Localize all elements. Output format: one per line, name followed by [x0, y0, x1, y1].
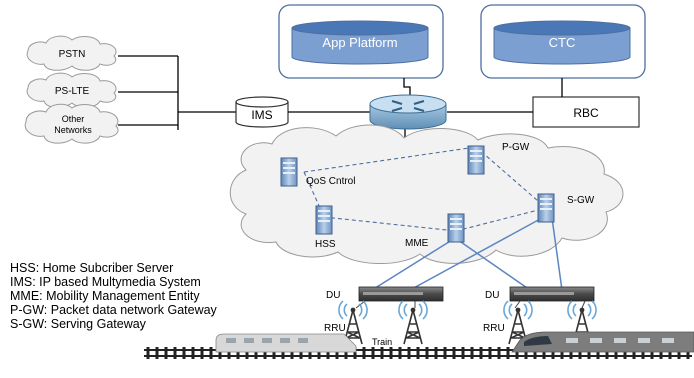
legend-item: MME: Mobility Management Entity: [10, 289, 200, 303]
train-right: [511, 331, 694, 353]
sgw-label: S-GW: [567, 195, 595, 206]
train-label: Train: [372, 337, 392, 347]
app-platform-database: App Platform: [278, 4, 444, 79]
other-networks-cloud: [24, 103, 119, 144]
ps-lte-label: PS-LTE: [55, 86, 90, 97]
pgw-node: P-GW: [467, 142, 530, 175]
ims-database: IMS: [235, 96, 289, 128]
external-networks: PSTN PS-LTE Other Networks: [24, 35, 236, 144]
pstn-cloud: [26, 35, 117, 71]
qos-control-node: QoS Cntrol: [280, 157, 355, 187]
train-left: [215, 333, 357, 353]
legend-item: P-GW: Packet data network Gateway: [10, 303, 218, 317]
other-networks-label-line2: Networks: [54, 125, 92, 135]
ims-label: IMS: [251, 108, 272, 122]
pgw-label: P-GW: [502, 142, 530, 153]
legend-item: IMS: IP based Multymedia System: [10, 275, 201, 289]
rbc-label: RBC: [573, 106, 599, 120]
mme-label: MME: [405, 238, 429, 249]
du-right: DU: [485, 286, 595, 302]
legend-item: HSS: Home Subcriber Server: [10, 261, 173, 275]
rru-left-label: RRU: [324, 323, 346, 334]
ps-lte-cloud: [26, 72, 117, 108]
du-to-rru-links: [355, 300, 586, 309]
legend-item: S-GW: Serving Gateway: [10, 317, 147, 331]
networks-bracket: [118, 55, 236, 130]
router-icon: [369, 94, 447, 130]
hss-label: HSS: [315, 239, 336, 250]
rbc-box: RBC: [532, 96, 640, 128]
mme-node: MME: [405, 213, 465, 249]
ctc-label: CTC: [549, 35, 576, 50]
hss-node: HSS: [315, 205, 336, 250]
pstn-label: PSTN: [59, 49, 86, 60]
other-networks-label-line1: Other: [62, 114, 85, 124]
du-links: [371, 217, 563, 291]
du-left: DU: [326, 286, 444, 302]
rru-right-label: RRU: [483, 323, 505, 334]
du-left-label: DU: [326, 290, 340, 301]
qos-control-label: QoS Cntrol: [306, 176, 355, 187]
sgw-node: S-GW: [537, 193, 595, 223]
app-platform-label: App Platform: [322, 35, 397, 50]
legend: HSS: Home Subcriber Server IMS: IP based…: [10, 261, 218, 331]
rru-tower-left-2: [398, 300, 428, 345]
du-right-label: DU: [485, 290, 499, 301]
core-dashed-links: [303, 146, 547, 232]
ctc-database: CTC: [480, 4, 646, 79]
